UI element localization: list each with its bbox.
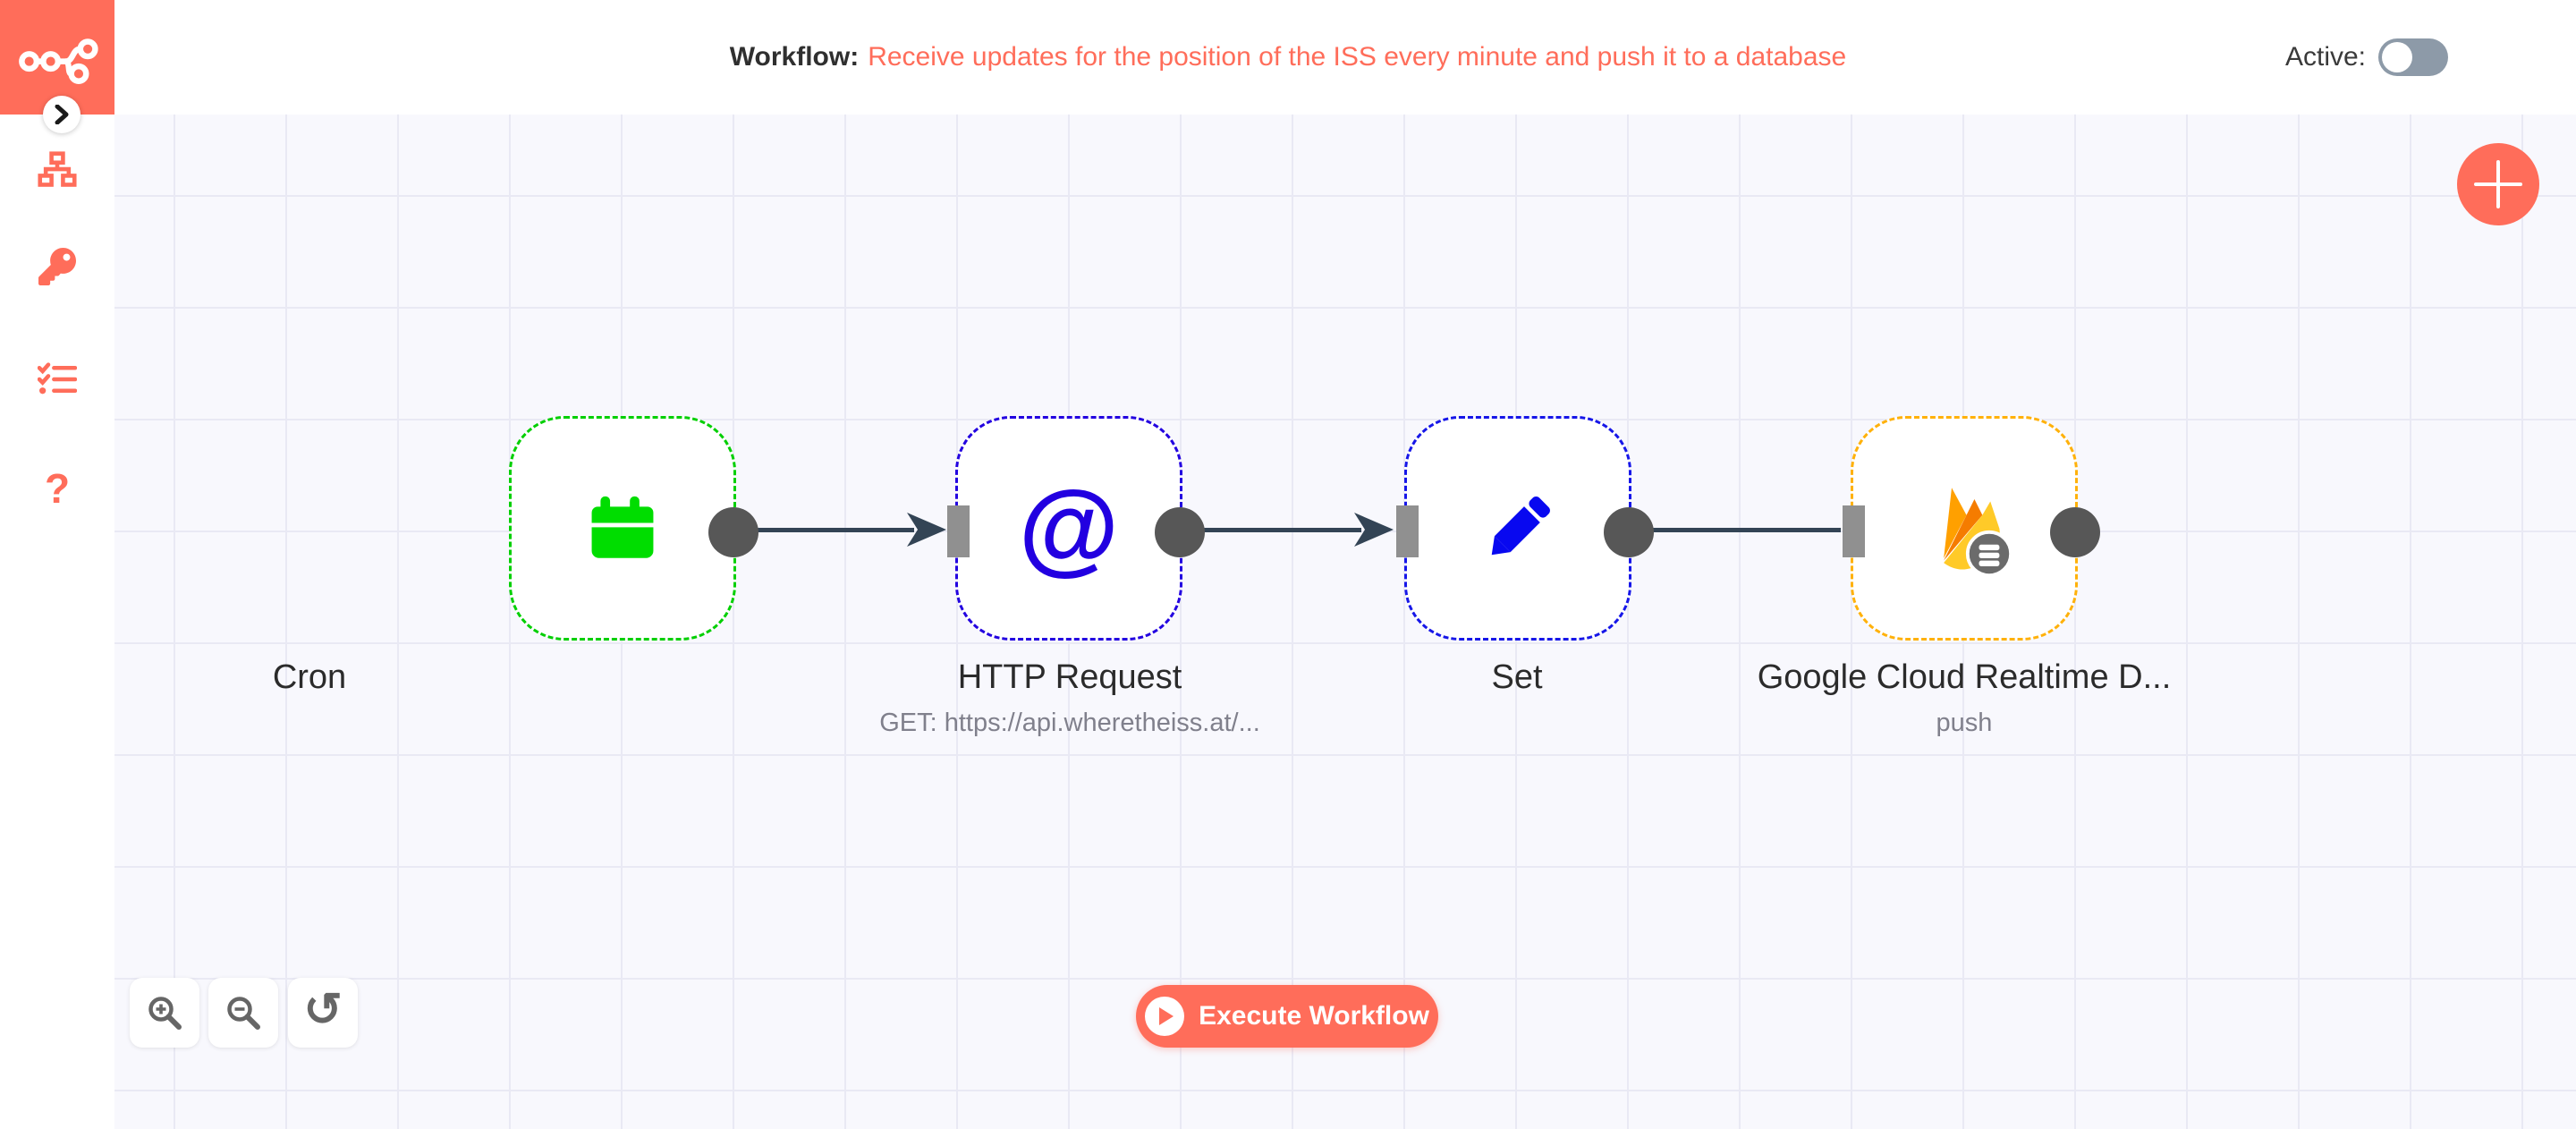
connection-cron-http[interactable] (753, 528, 914, 532)
n8n-logo[interactable] (0, 0, 114, 115)
active-label: Active: (2284, 42, 2366, 72)
node-cron[interactable] (509, 416, 758, 641)
add-node-button[interactable] (2457, 143, 2539, 225)
output-port[interactable] (1155, 507, 1205, 557)
node-label-set: Set (1491, 658, 1543, 696)
connection-arrow-icon (1354, 513, 1394, 547)
workflow-canvas[interactable] (114, 115, 2576, 1129)
output-port[interactable] (1604, 507, 1654, 557)
execute-workflow-label: Execute Workflow (1199, 1001, 1429, 1031)
n8n-logo-icon (19, 38, 98, 84)
sidebar-item-workflows[interactable] (0, 141, 114, 199)
node-label-cron: Cron (272, 658, 347, 696)
at-icon: @ (1018, 471, 1120, 585)
sidebar-item-credentials[interactable] (0, 238, 114, 295)
zoom-out-icon (227, 997, 260, 1030)
sidebar-item-executions[interactable] (0, 351, 114, 408)
sitemap-icon (38, 151, 77, 187)
sidebar-collapse-button[interactable] (43, 96, 80, 133)
plus-icon (2474, 160, 2522, 208)
pencil-icon (1491, 496, 1550, 555)
zoom-out-button[interactable] (208, 978, 278, 1048)
output-port[interactable] (2050, 507, 2100, 557)
active-toggle-group: Active: (2285, 0, 2448, 115)
zoom-in-button[interactable] (130, 978, 199, 1048)
key-icon (38, 248, 76, 285)
workflow-title-name[interactable]: Receive updates for the position of the … (868, 42, 1847, 72)
toggle-knob (2382, 42, 2412, 72)
node-subtitle-gcrd: push (1936, 709, 1993, 737)
firebase-icon (1944, 487, 2013, 577)
output-port[interactable] (708, 507, 758, 557)
sidebar: ? (0, 115, 114, 1129)
reset-zoom-button[interactable]: ↺ (288, 978, 358, 1048)
node-label-gcrd: Google Cloud Realtime D... (1757, 658, 2172, 696)
connection-set-gcrd[interactable] (1648, 528, 1841, 532)
node-http-request[interactable]: @ (947, 416, 1205, 641)
zoom-in-icon (148, 997, 182, 1030)
sidebar-item-help[interactable]: ? (0, 460, 114, 517)
node-set[interactable] (1396, 416, 1654, 641)
play-icon (1145, 997, 1185, 1036)
checklist-icon (38, 362, 77, 395)
active-toggle[interactable] (2378, 38, 2448, 76)
node-label-http: HTTP Request (957, 658, 1182, 696)
question-icon: ? (44, 465, 71, 512)
node-subtitle-http: GET: https://api.wheretheiss.at/... (879, 709, 1260, 737)
reset-zoom-icon: ↺ (303, 984, 343, 1036)
workflow-title: Workflow: Receive updates for the positi… (730, 0, 1846, 115)
node-google-cloud-realtime-database[interactable] (1843, 416, 2100, 641)
connection-http-set[interactable] (1200, 528, 1361, 532)
calendar-icon (591, 496, 654, 558)
execute-workflow-button[interactable]: Execute Workflow (1136, 985, 1438, 1048)
input-port[interactable] (1396, 505, 1419, 557)
input-port[interactable] (947, 505, 970, 557)
input-port[interactable] (1843, 505, 1865, 557)
workflow-title-prefix: Workflow: (729, 42, 860, 72)
chevron-right-icon (55, 105, 69, 124)
header-bar: Workflow: Receive updates for the positi… (0, 0, 2576, 115)
connection-arrow-icon (907, 513, 946, 547)
